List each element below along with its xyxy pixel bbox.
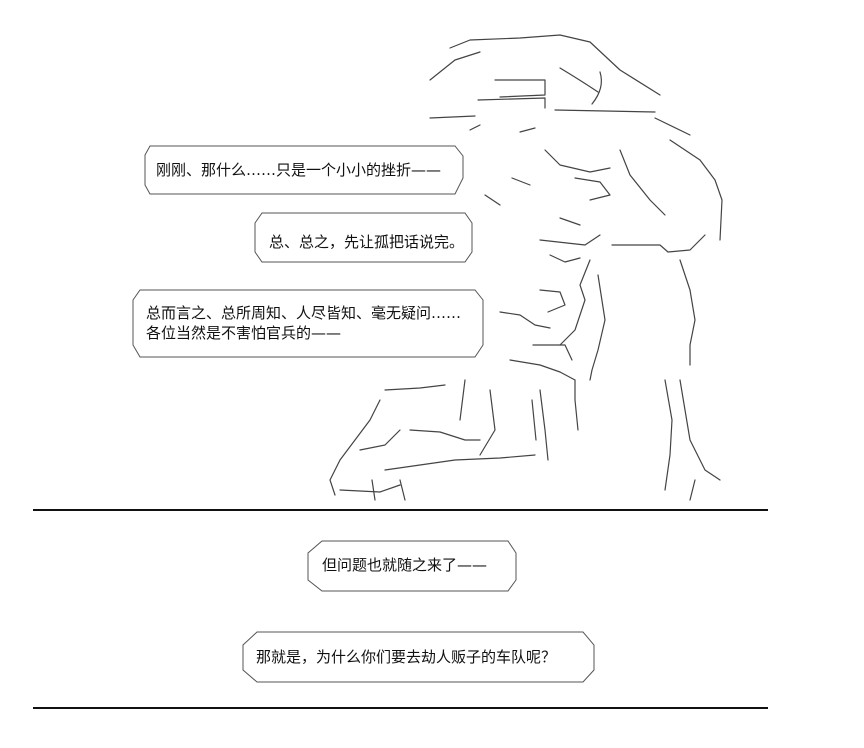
speech-bubble-2-text: 总、总之，先让孤把话说完。 [269,233,465,251]
caption-2-text: 那就是，为什么你们要去劫人贩子的车队呢？ [256,648,557,666]
caption-1-text: 但问题也就随之来了—— [322,556,488,574]
ascii-character-figure [329,34,723,501]
panel-divider-top [33,509,768,511]
speech-bubble-3-line-1: 总而言之、总所周知、人尽皆知、毫无疑问…… [146,304,462,322]
speech-bubble-outlines [132,145,595,683]
panel-divider-bottom [33,707,768,709]
speech-bubble-3-line-2: 各位当然是不害怕官兵的—— [146,324,342,342]
speech-bubble-1-text: 刚刚、那什么……只是一个小小的挫折—— [156,161,442,179]
